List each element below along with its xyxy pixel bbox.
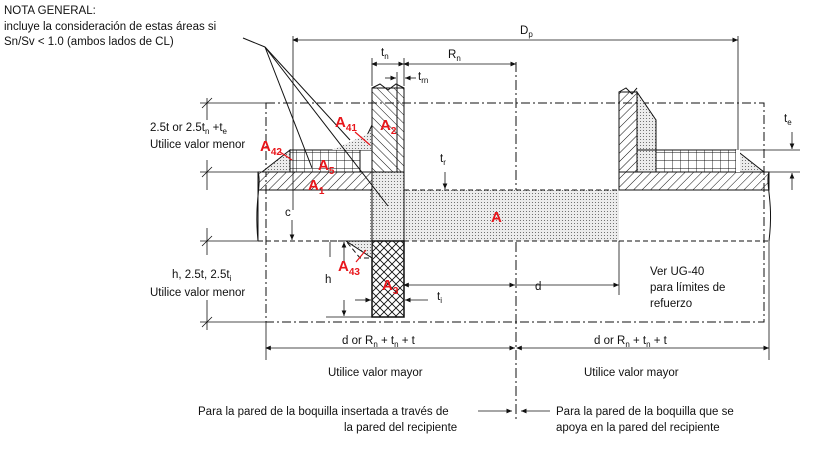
- lower-limit-label: h, 2.5t, 2.5ti Utilice valor menor: [150, 269, 245, 299]
- svg-text:Dp: Dp: [520, 25, 533, 39]
- svg-text:2.5t or 2.5tn +te: 2.5t or 2.5tn +te: [150, 122, 228, 136]
- area-a41-label: A41: [335, 114, 357, 134]
- svg-text:h: h: [325, 274, 331, 286]
- dim-trn: trn: [385, 71, 428, 85]
- svg-text:d: d: [535, 281, 541, 293]
- svg-text:Rn: Rn: [448, 49, 461, 63]
- vessel-shell: [256, 171, 772, 242]
- dim-ti: ti: [355, 291, 442, 305]
- svg-text:Utilice valor menor: Utilice valor menor: [150, 287, 245, 299]
- ug40-note: Ver UG-40 para límites de refuerzo: [650, 266, 725, 310]
- svg-text:trn: trn: [418, 71, 428, 85]
- dim-d: d: [403, 241, 620, 295]
- svg-text:d or Rn + tn + t: d or Rn + tn + t: [594, 335, 668, 349]
- area-a3-label: A3: [382, 277, 399, 297]
- use-greater-left: Utilice valor mayor: [328, 367, 423, 379]
- nozzle-set-on: [618, 87, 766, 173]
- use-greater-right: Utilice valor mayor: [584, 367, 679, 379]
- dim-h: h: [325, 242, 372, 318]
- dim-c: c: [285, 207, 295, 240]
- svg-text:d or Rn + tn + t: d or Rn + tn + t: [342, 335, 416, 349]
- svg-text:la pared del recipiente: la pared del recipiente: [344, 422, 457, 434]
- svg-text:para límites de: para límites de: [650, 282, 725, 294]
- caption-left: Para la pared de la boquilla insertada a…: [198, 406, 457, 434]
- dim-tn: tn: [371, 47, 405, 86]
- dim-lower-limit: [200, 228, 266, 330]
- area-a1-label: A1: [308, 177, 325, 197]
- caption-right: Para la pared de la boquilla que se apoy…: [556, 406, 734, 434]
- area-a2-label: A2: [380, 117, 397, 137]
- area-a42-label: A42: [260, 138, 282, 158]
- svg-text:Para la pared de la boquilla i: Para la pared de la boquilla insertada a…: [198, 406, 449, 418]
- general-note-line1: incluye la consideración de estas áreas …: [4, 21, 216, 33]
- area-a43-label: A43: [338, 258, 360, 278]
- dim-width-right: d or Rn + tn + t Utilice valor mayor: [516, 335, 769, 379]
- area-a-band: [370, 190, 619, 241]
- dim-te: te: [740, 113, 800, 190]
- nozzle-inserted: [324, 83, 405, 318]
- dim-rn: Rn: [403, 49, 516, 67]
- general-note-title: NOTA GENERAL:: [4, 5, 96, 17]
- svg-text:Ver UG-40: Ver UG-40: [650, 266, 704, 278]
- dim-upper-limit: [200, 97, 266, 190]
- svg-text:apoya en la pared del recipien: apoya en la pared del recipiente: [556, 422, 720, 434]
- svg-text:h, 2.5t, 2.5ti: h, 2.5t, 2.5ti: [172, 269, 232, 283]
- svg-text:refuerzo: refuerzo: [650, 298, 692, 310]
- area-a-label: A: [491, 209, 502, 226]
- general-note: NOTA GENERAL: incluye la consideración d…: [4, 5, 216, 48]
- area-labels: A A1 A2 A3 A41 A42 A43 A5: [260, 114, 502, 297]
- dim-tr: tr: [440, 153, 448, 189]
- general-note-line2: Sn/Sv < 1.0 (ambos lados de CL): [4, 36, 174, 48]
- upper-limit-label: 2.5t or 2.5tn +te Utilice valor menor: [150, 122, 245, 151]
- dim-dp: Dp: [292, 25, 739, 210]
- svg-text:tr: tr: [440, 153, 446, 167]
- reinforcement-limit-box: [265, 102, 765, 323]
- svg-text:Para la pared de la boquilla q: Para la pared de la boquilla que se: [556, 406, 734, 418]
- svg-text:tn: tn: [381, 47, 389, 61]
- dim-width-left: d or Rn + tn + t Utilice valor mayor: [265, 335, 515, 379]
- area-a5-label: A5: [318, 157, 335, 177]
- svg-text:Utilice valor menor: Utilice valor menor: [150, 139, 245, 151]
- svg-text:ti: ti: [437, 291, 442, 305]
- note-leaders: [242, 37, 389, 207]
- svg-text:c: c: [285, 207, 291, 219]
- svg-text:te: te: [784, 113, 792, 127]
